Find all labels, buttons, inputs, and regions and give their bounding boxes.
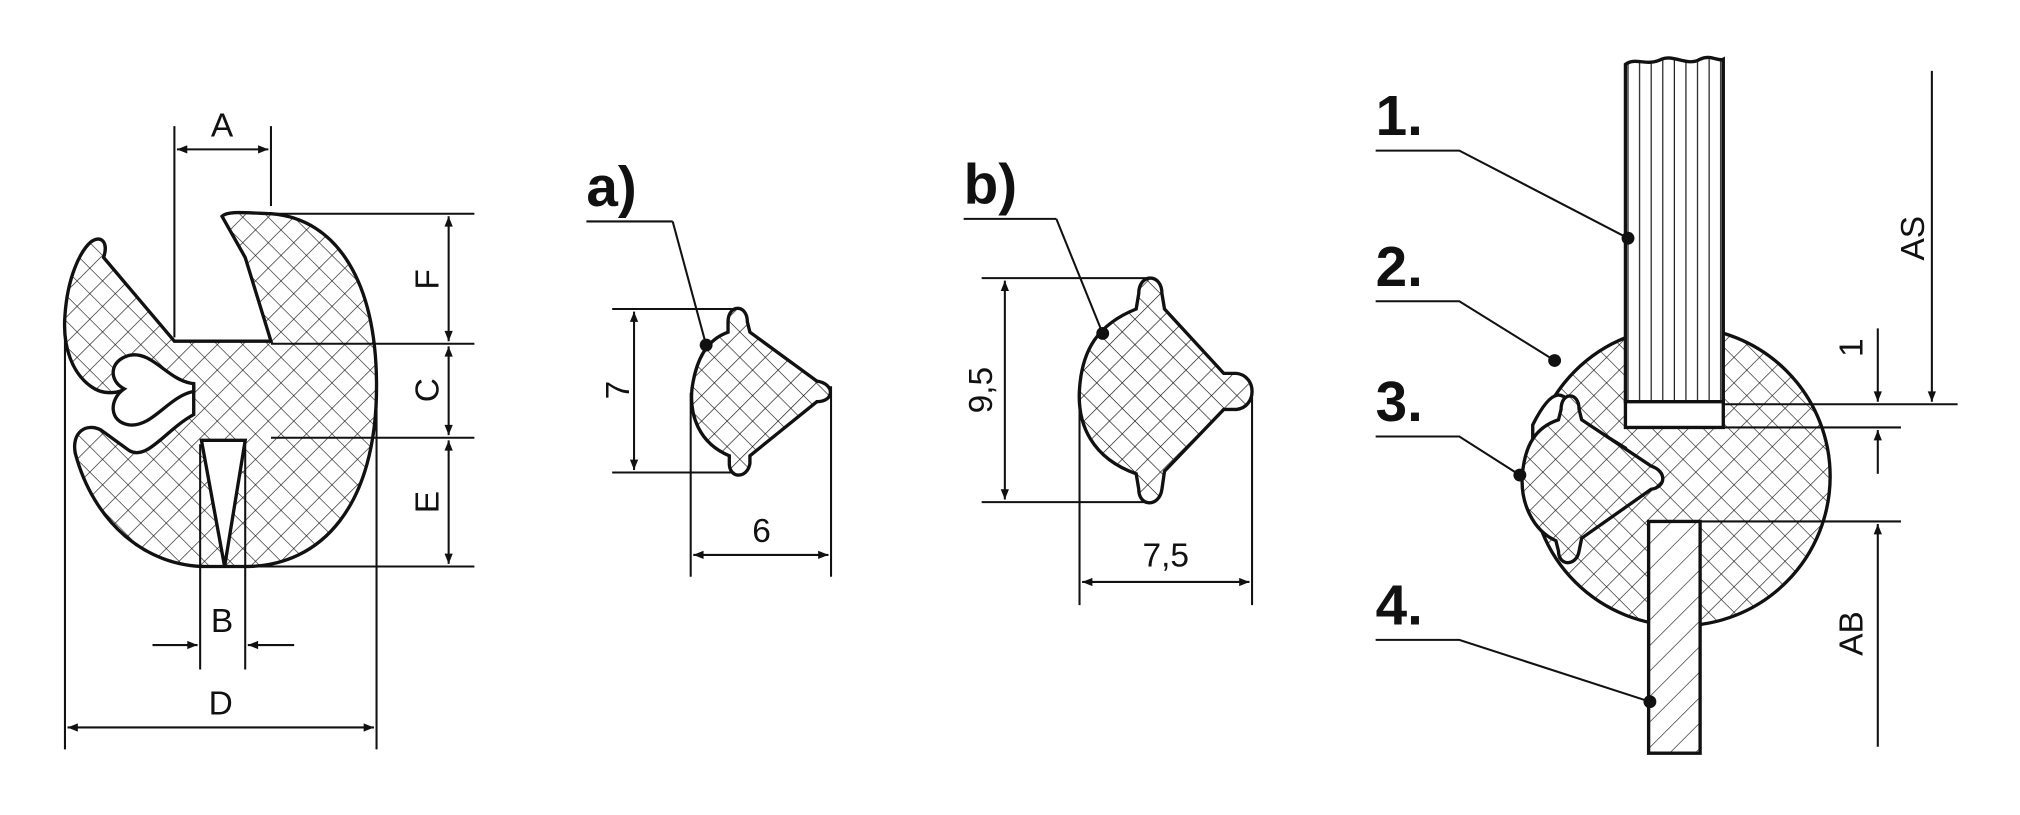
sheet-metal-flange	[1646, 519, 1702, 755]
dim-d: D	[209, 686, 233, 723]
glass-pane	[1623, 55, 1725, 404]
profile-b: b) 9,5 7,5	[963, 153, 1254, 606]
svg-text:4.: 4.	[1376, 574, 1423, 637]
trefoil-hole	[111, 353, 196, 427]
callout-2: 2.	[1375, 236, 1562, 367]
dim-b-height: 9,5	[963, 367, 1000, 414]
filler-strip-profile	[1520, 394, 1665, 565]
svg-text:2.: 2.	[1376, 236, 1423, 299]
label-b: b)	[964, 153, 1017, 216]
dim-a: A	[211, 107, 234, 144]
dim-f: F	[409, 269, 446, 289]
callout-4: 4.	[1375, 574, 1657, 709]
main-profile	[62, 210, 379, 569]
callout-1: 1.	[1375, 85, 1635, 245]
main-profile-dimensions: A F C E B D	[63, 107, 475, 750]
label-a: a)	[586, 156, 636, 219]
callout-3: 3.	[1375, 371, 1527, 482]
glass-edge	[1623, 400, 1725, 430]
svg-text:1.: 1.	[1376, 85, 1423, 148]
dim-b: B	[211, 603, 233, 640]
profile-a: a) 7 6	[586, 156, 833, 577]
svg-text:3.: 3.	[1376, 371, 1423, 434]
dim-b-width: 7,5	[1143, 538, 1190, 575]
profile-a-section	[689, 306, 833, 477]
dim-ab: AB	[1833, 611, 1870, 656]
v-notch	[199, 438, 248, 567]
assembly: AS 1 AB 1. 2. 3. 4.	[1375, 55, 1958, 755]
dim-gap: 1	[1833, 338, 1870, 357]
dim-as: AS	[1895, 216, 1932, 261]
dim-a-height: 7	[600, 381, 637, 400]
dim-e: E	[409, 491, 446, 513]
dim-c: C	[409, 378, 446, 402]
profile-b-section	[1077, 276, 1254, 505]
dim-a-width: 6	[752, 513, 771, 550]
